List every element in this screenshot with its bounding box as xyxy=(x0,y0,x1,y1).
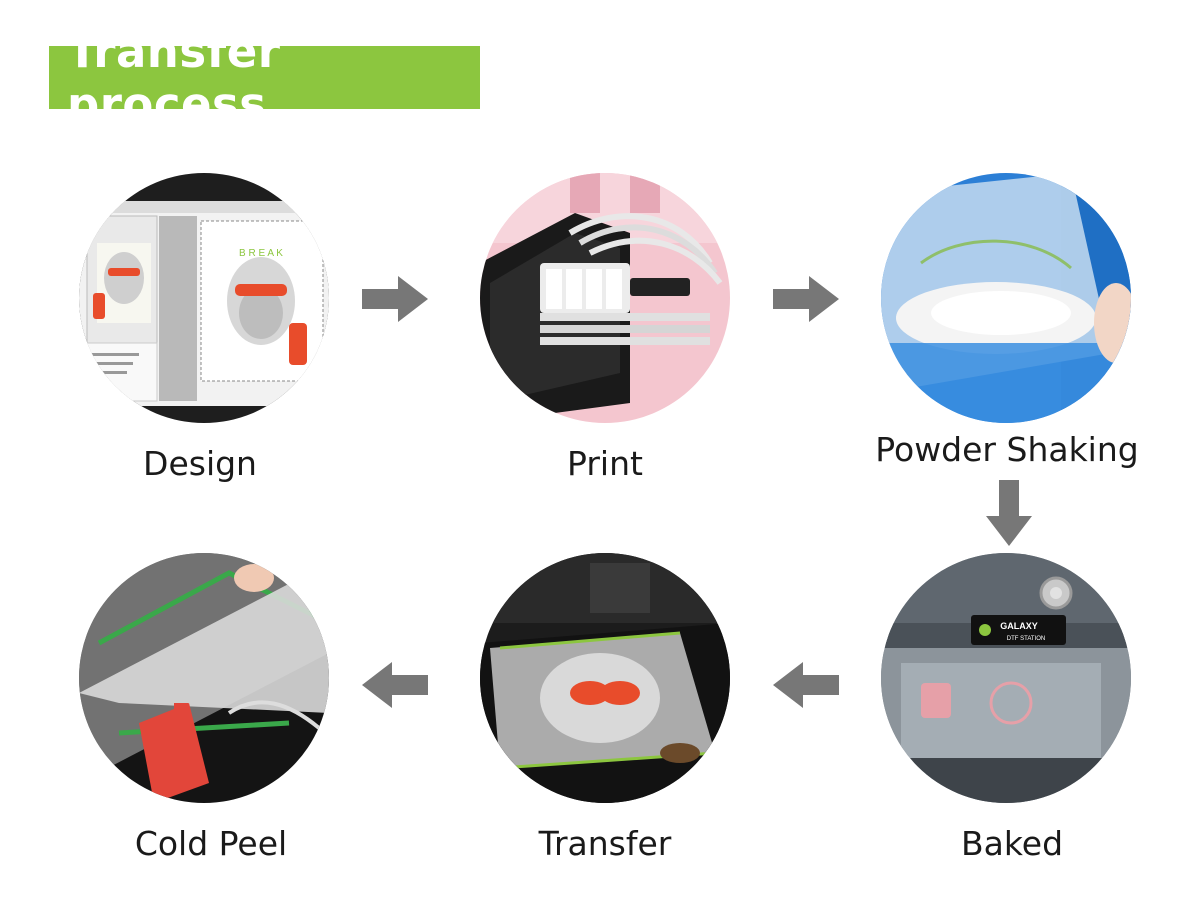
arrow-left-icon xyxy=(362,662,428,708)
oven-brand-sub: DTF STATION xyxy=(1007,636,1045,642)
title-banner: Transfer process xyxy=(49,25,480,131)
svg-text:B R E A K: B R E A K xyxy=(239,248,283,259)
step-label-print: Print xyxy=(567,444,643,483)
step-image-baked: GALAXY DTF STATION xyxy=(881,553,1131,803)
step-image-cold-peel xyxy=(79,553,329,803)
arrow-right-icon xyxy=(773,276,839,322)
step-image-powder-shaking xyxy=(881,173,1131,423)
step-image-print xyxy=(480,173,730,423)
arrow-down-icon xyxy=(986,480,1032,546)
step-image-transfer xyxy=(480,553,730,803)
arrow-left-icon xyxy=(773,662,839,708)
oven-brand: GALAXY xyxy=(1000,621,1038,631)
step-label-transfer: Transfer xyxy=(538,824,672,863)
step-label-design: Design xyxy=(143,444,257,483)
page-title: Transfer process xyxy=(67,24,281,131)
step-label-baked: Baked xyxy=(960,824,1064,863)
step-label-powder-shaking: Powder Shaking xyxy=(875,430,1139,469)
step-image-design: B R E A K xyxy=(79,173,329,423)
step-label-cold-peel: Cold Peel xyxy=(134,824,288,863)
arrow-right-icon xyxy=(362,276,428,322)
